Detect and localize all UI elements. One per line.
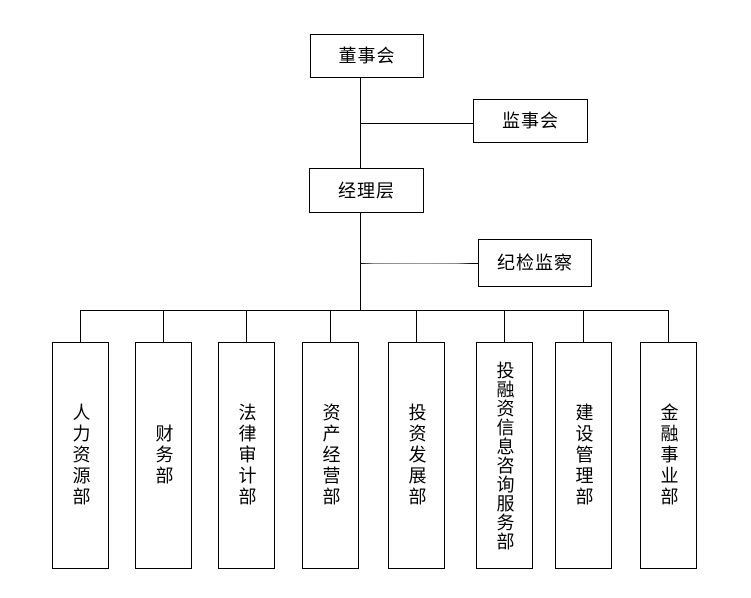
drop-line-finance (163, 310, 164, 342)
drop-line-legal-audit (246, 310, 247, 342)
node-supervisory-board: 监事会 (473, 99, 588, 143)
node-dept-financial-business: 金融事业部 (640, 342, 697, 569)
dept-label: 投融资信息咨询服务部 (494, 360, 515, 551)
drop-line-investment-development (416, 310, 417, 342)
node-management-layer: 经理层 (309, 168, 424, 213)
node-dept-investment-development: 投资发展部 (388, 342, 445, 569)
dept-label: 人力资源部 (70, 403, 91, 508)
node-supervisory-label: 监事会 (502, 111, 559, 131)
dept-label: 资产经营部 (320, 403, 341, 508)
node-discipline-inspection: 纪检监察 (478, 239, 592, 287)
dept-label: 金融事业部 (658, 403, 679, 508)
node-dept-asset-operations: 资产经营部 (302, 342, 359, 569)
connector-management-to-departments (360, 213, 361, 310)
dept-label: 建设管理部 (573, 403, 594, 508)
drop-line-financial-business (668, 310, 669, 342)
drop-line-construction-management (583, 310, 584, 342)
node-dept-construction-management: 建设管理部 (555, 342, 612, 569)
node-board-of-directors: 董事会 (310, 34, 424, 78)
node-dept-human-resources: 人力资源部 (52, 342, 109, 569)
node-dept-finance: 财务部 (135, 342, 192, 569)
drop-line-consulting-service (504, 310, 505, 342)
node-discipline-label: 纪检监察 (497, 253, 573, 273)
connector-to-discipline (360, 263, 478, 264)
dept-label: 财务部 (153, 424, 174, 487)
node-dept-investment-financing-info-consulting-service: 投融资信息咨询服务部 (476, 342, 533, 569)
dept-label: 投资发展部 (406, 403, 427, 508)
connector-to-supervisory (360, 123, 473, 124)
drop-line-hr (80, 310, 81, 342)
dept-label: 法律审计部 (236, 403, 257, 508)
node-management-label: 经理层 (338, 180, 395, 201)
department-distribution-line (80, 310, 669, 311)
drop-line-asset-operations (330, 310, 331, 342)
node-board-label: 董事会 (338, 46, 396, 66)
node-dept-legal-audit: 法律审计部 (218, 342, 275, 569)
